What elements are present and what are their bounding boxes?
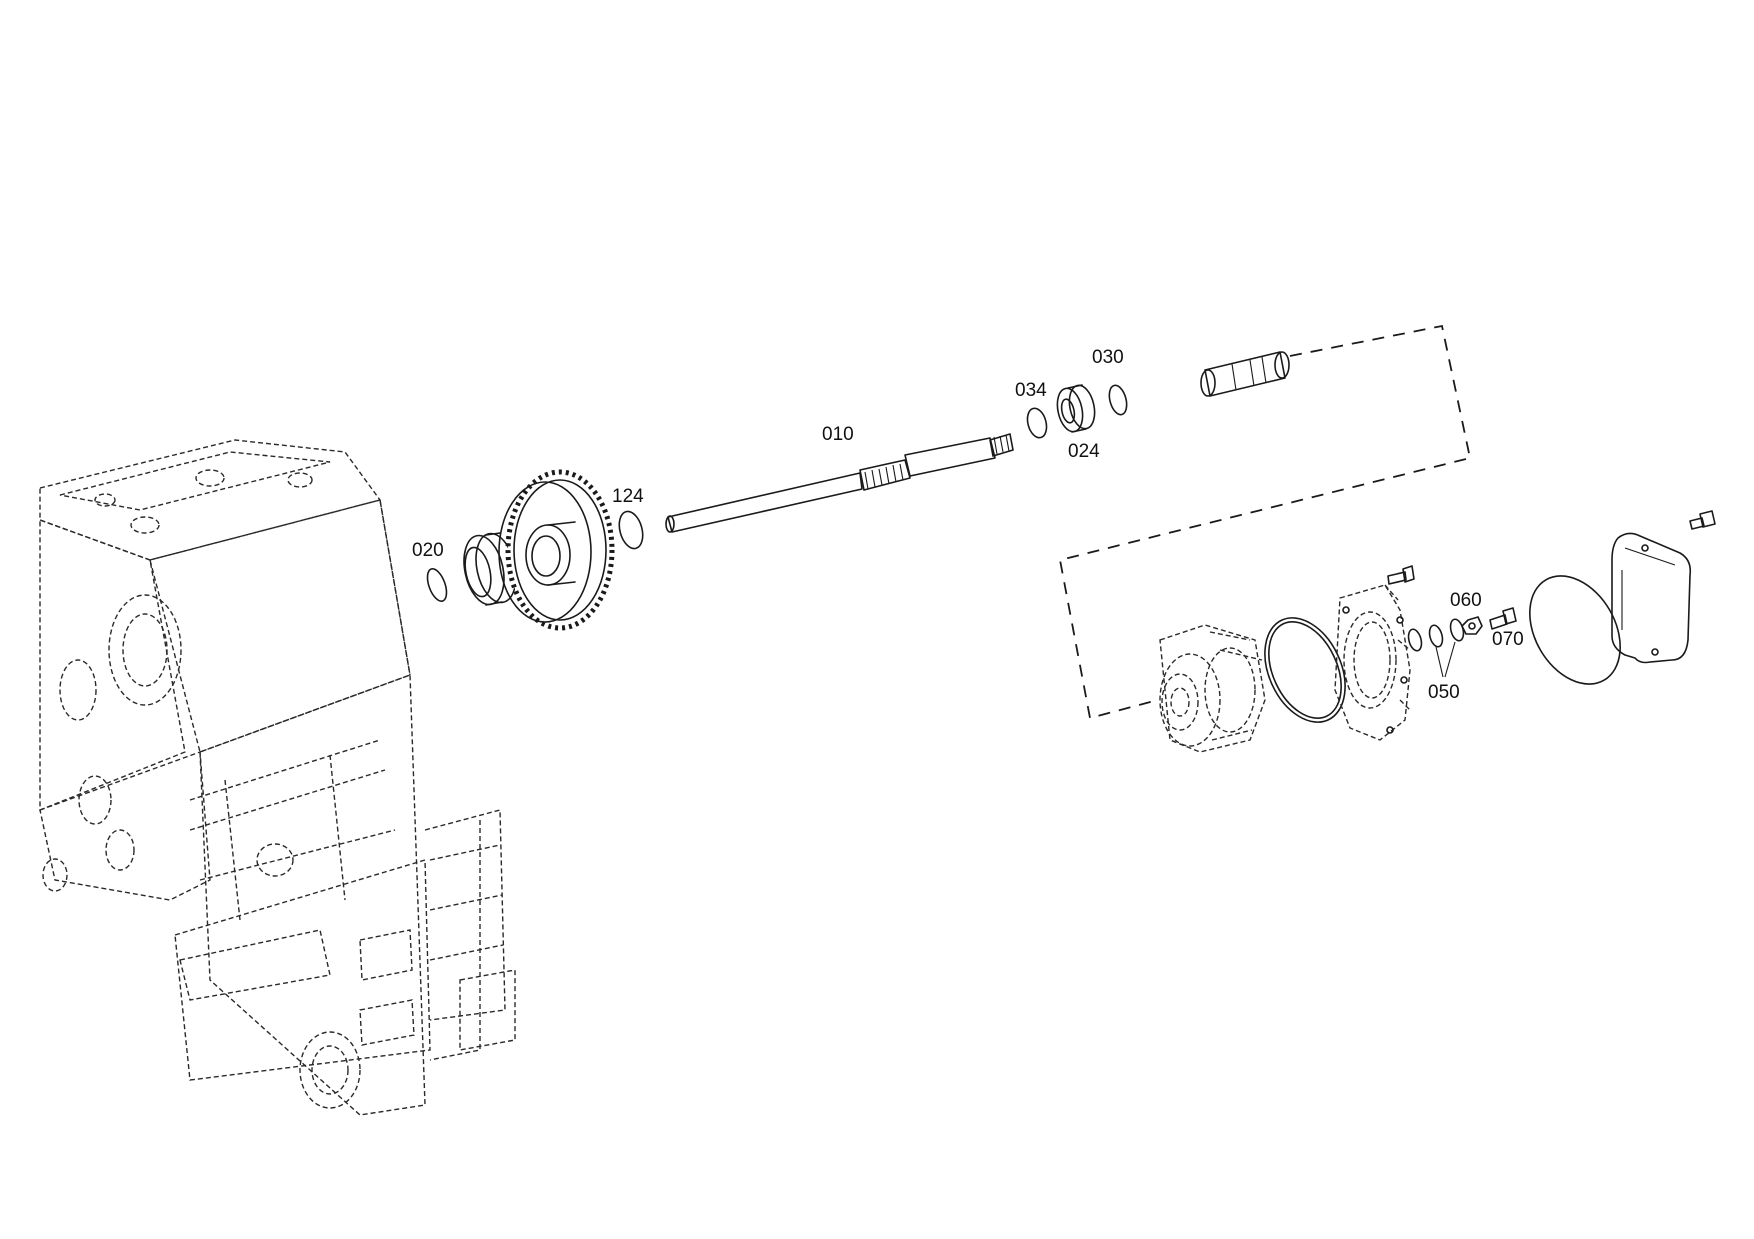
label-034: 034: [1015, 380, 1047, 401]
label-020: 020: [412, 540, 444, 561]
plug-screw: [1689, 510, 1716, 530]
shaft-010: [665, 433, 1014, 533]
transmission-housing: [39, 439, 516, 1116]
label-124: 124: [612, 486, 644, 507]
label-030: 030: [1092, 347, 1124, 368]
screw-070: [1489, 607, 1517, 630]
oil-pump: [1159, 624, 1266, 753]
o-ring: [1264, 617, 1346, 723]
snap-ring-020: [426, 567, 448, 603]
snap-ring-124: [618, 510, 644, 550]
snap-ring-034: [1026, 407, 1048, 439]
nut-060: [1461, 616, 1483, 635]
seal-rings-050: [1407, 618, 1465, 678]
gasket: [1611, 532, 1692, 664]
label-010: 010: [822, 424, 854, 445]
snap-ring-030: [1108, 384, 1128, 416]
hex-screw: [1387, 565, 1415, 585]
label-060: 060: [1450, 590, 1482, 611]
pump-cover: [1334, 584, 1411, 741]
label-024: 024: [1068, 441, 1100, 462]
coupling-sleeve: [1200, 351, 1290, 397]
ball-bearing: [463, 532, 517, 606]
label-050: 050: [1428, 682, 1460, 703]
label-070: 070: [1492, 629, 1524, 650]
large-o-ring: [1529, 575, 1621, 685]
spur-gear: [498, 469, 615, 631]
bearing-024: [1056, 384, 1096, 433]
assembly-outline: [1058, 324, 1472, 720]
